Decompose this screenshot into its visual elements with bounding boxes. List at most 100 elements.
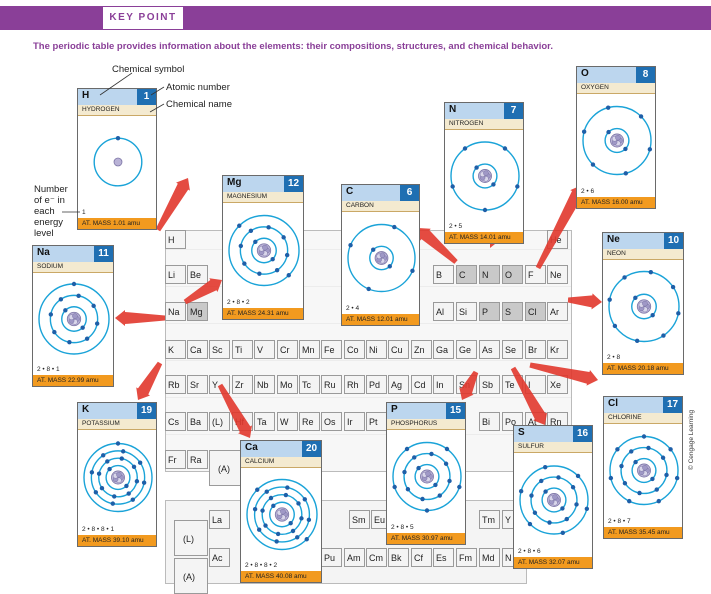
electron [71, 281, 77, 287]
electron [623, 146, 628, 152]
electron-configuration: 2 • 8 • 8 • 1 [82, 526, 115, 533]
table-cell-ca: Ca [187, 340, 208, 359]
electron-shell [98, 457, 138, 498]
electron [638, 114, 644, 119]
key-point-label: KEY POINT [102, 6, 184, 30]
atom-diagram [347, 223, 416, 293]
atomic-mass: AT. MASS 39.10 amu [78, 535, 156, 546]
table-cell-f: F [525, 265, 546, 284]
energy-level-annotation-line: Number [34, 184, 68, 195]
atomic-number: 10 [664, 233, 683, 249]
table-cell-cf: Cf [411, 548, 432, 567]
table-cell-ti: Ti [232, 340, 253, 359]
table-cell-a: (A) [209, 450, 243, 486]
electron [623, 171, 628, 176]
electron-configuration: 2 • 8 • 5 [391, 524, 414, 531]
electron [646, 445, 651, 451]
electron [271, 503, 276, 509]
electron [48, 312, 54, 317]
chemical-symbol: Cl [608, 398, 618, 409]
chemical-name: NEON [603, 249, 683, 260]
electron [91, 303, 96, 309]
electron [633, 459, 638, 465]
electron [348, 242, 353, 248]
chemical-name: CHLORINE [604, 413, 682, 424]
atomic-mass: AT. MASS 32.07 amu [514, 557, 592, 568]
electron-configuration: 2 • 4 [346, 305, 360, 312]
electron [633, 295, 638, 301]
atom-diagram [38, 281, 110, 355]
electron [288, 520, 293, 526]
electron [137, 460, 143, 465]
chemical-symbol: Ne [607, 234, 620, 245]
table-cell-es: Es [433, 548, 454, 567]
electron [286, 273, 291, 278]
electron-shell [253, 486, 311, 543]
table-cell-as: As [479, 340, 500, 359]
electron [260, 508, 265, 513]
table-cell-rb: Rb [165, 375, 186, 394]
table-cell-cr: Cr [277, 340, 298, 359]
electron [94, 321, 100, 326]
electron [606, 105, 611, 110]
electron-shell [239, 226, 289, 275]
electron [274, 539, 279, 544]
chemical-name: OXYGEN [577, 83, 655, 94]
nucleon [642, 465, 648, 471]
table-cell-n: N [479, 265, 500, 284]
atomic-mass: AT. MASS 30.97 amu [387, 533, 465, 544]
electron [539, 478, 544, 484]
table-cell-ag: Ag [388, 375, 409, 394]
atom-diagram [581, 105, 653, 176]
electron [424, 508, 430, 513]
electron-configuration: 2 • 8 • 1 [37, 366, 60, 373]
table-cell-ni: Ni [366, 340, 387, 359]
table-cell-li: Li [165, 265, 186, 284]
electron [89, 470, 95, 475]
electron [560, 530, 565, 536]
electron [564, 516, 569, 522]
electron [105, 459, 110, 464]
electron [99, 486, 105, 491]
electron-shell [228, 214, 300, 287]
electron [433, 482, 438, 488]
electron [124, 483, 129, 489]
electron [404, 446, 410, 452]
energy-level-annotation-line: each [34, 206, 55, 217]
table-cell-xe: Xe [547, 375, 568, 394]
electron [447, 478, 452, 484]
electron [257, 527, 262, 532]
electron-shell [604, 127, 630, 154]
table-cell-mg: Mg [187, 302, 208, 321]
atomic-number: 11 [94, 246, 113, 262]
electron [84, 336, 90, 341]
table-cell-cl: Cl [525, 302, 546, 321]
nucleon [483, 170, 489, 176]
chemical-symbol: P [391, 404, 398, 415]
electron [52, 329, 57, 335]
atomic-number: 1 [137, 89, 156, 105]
electron-configuration: 2 • 8 • 7 [608, 518, 631, 525]
table-cell-ru: Ru [321, 375, 342, 394]
electron [281, 235, 286, 240]
table-cell-al: Al [433, 302, 454, 321]
electron [650, 476, 655, 482]
card-header: Ne 10 [603, 233, 683, 250]
electron-shell [620, 446, 668, 495]
energy-level-annotation-line: level [34, 228, 54, 239]
table-cell-ga: Ga [433, 340, 454, 359]
chemical-symbol: O [581, 68, 589, 79]
electron [130, 497, 135, 502]
chemical-symbol: S [518, 427, 525, 438]
electron [115, 441, 121, 446]
table-cell-o: O [502, 265, 523, 284]
electron-configuration: 2 • 8 [607, 354, 621, 361]
electron [661, 333, 666, 338]
atom-diagram [93, 136, 143, 187]
table-cell-pd: Pd [366, 375, 387, 394]
electron [574, 502, 579, 507]
